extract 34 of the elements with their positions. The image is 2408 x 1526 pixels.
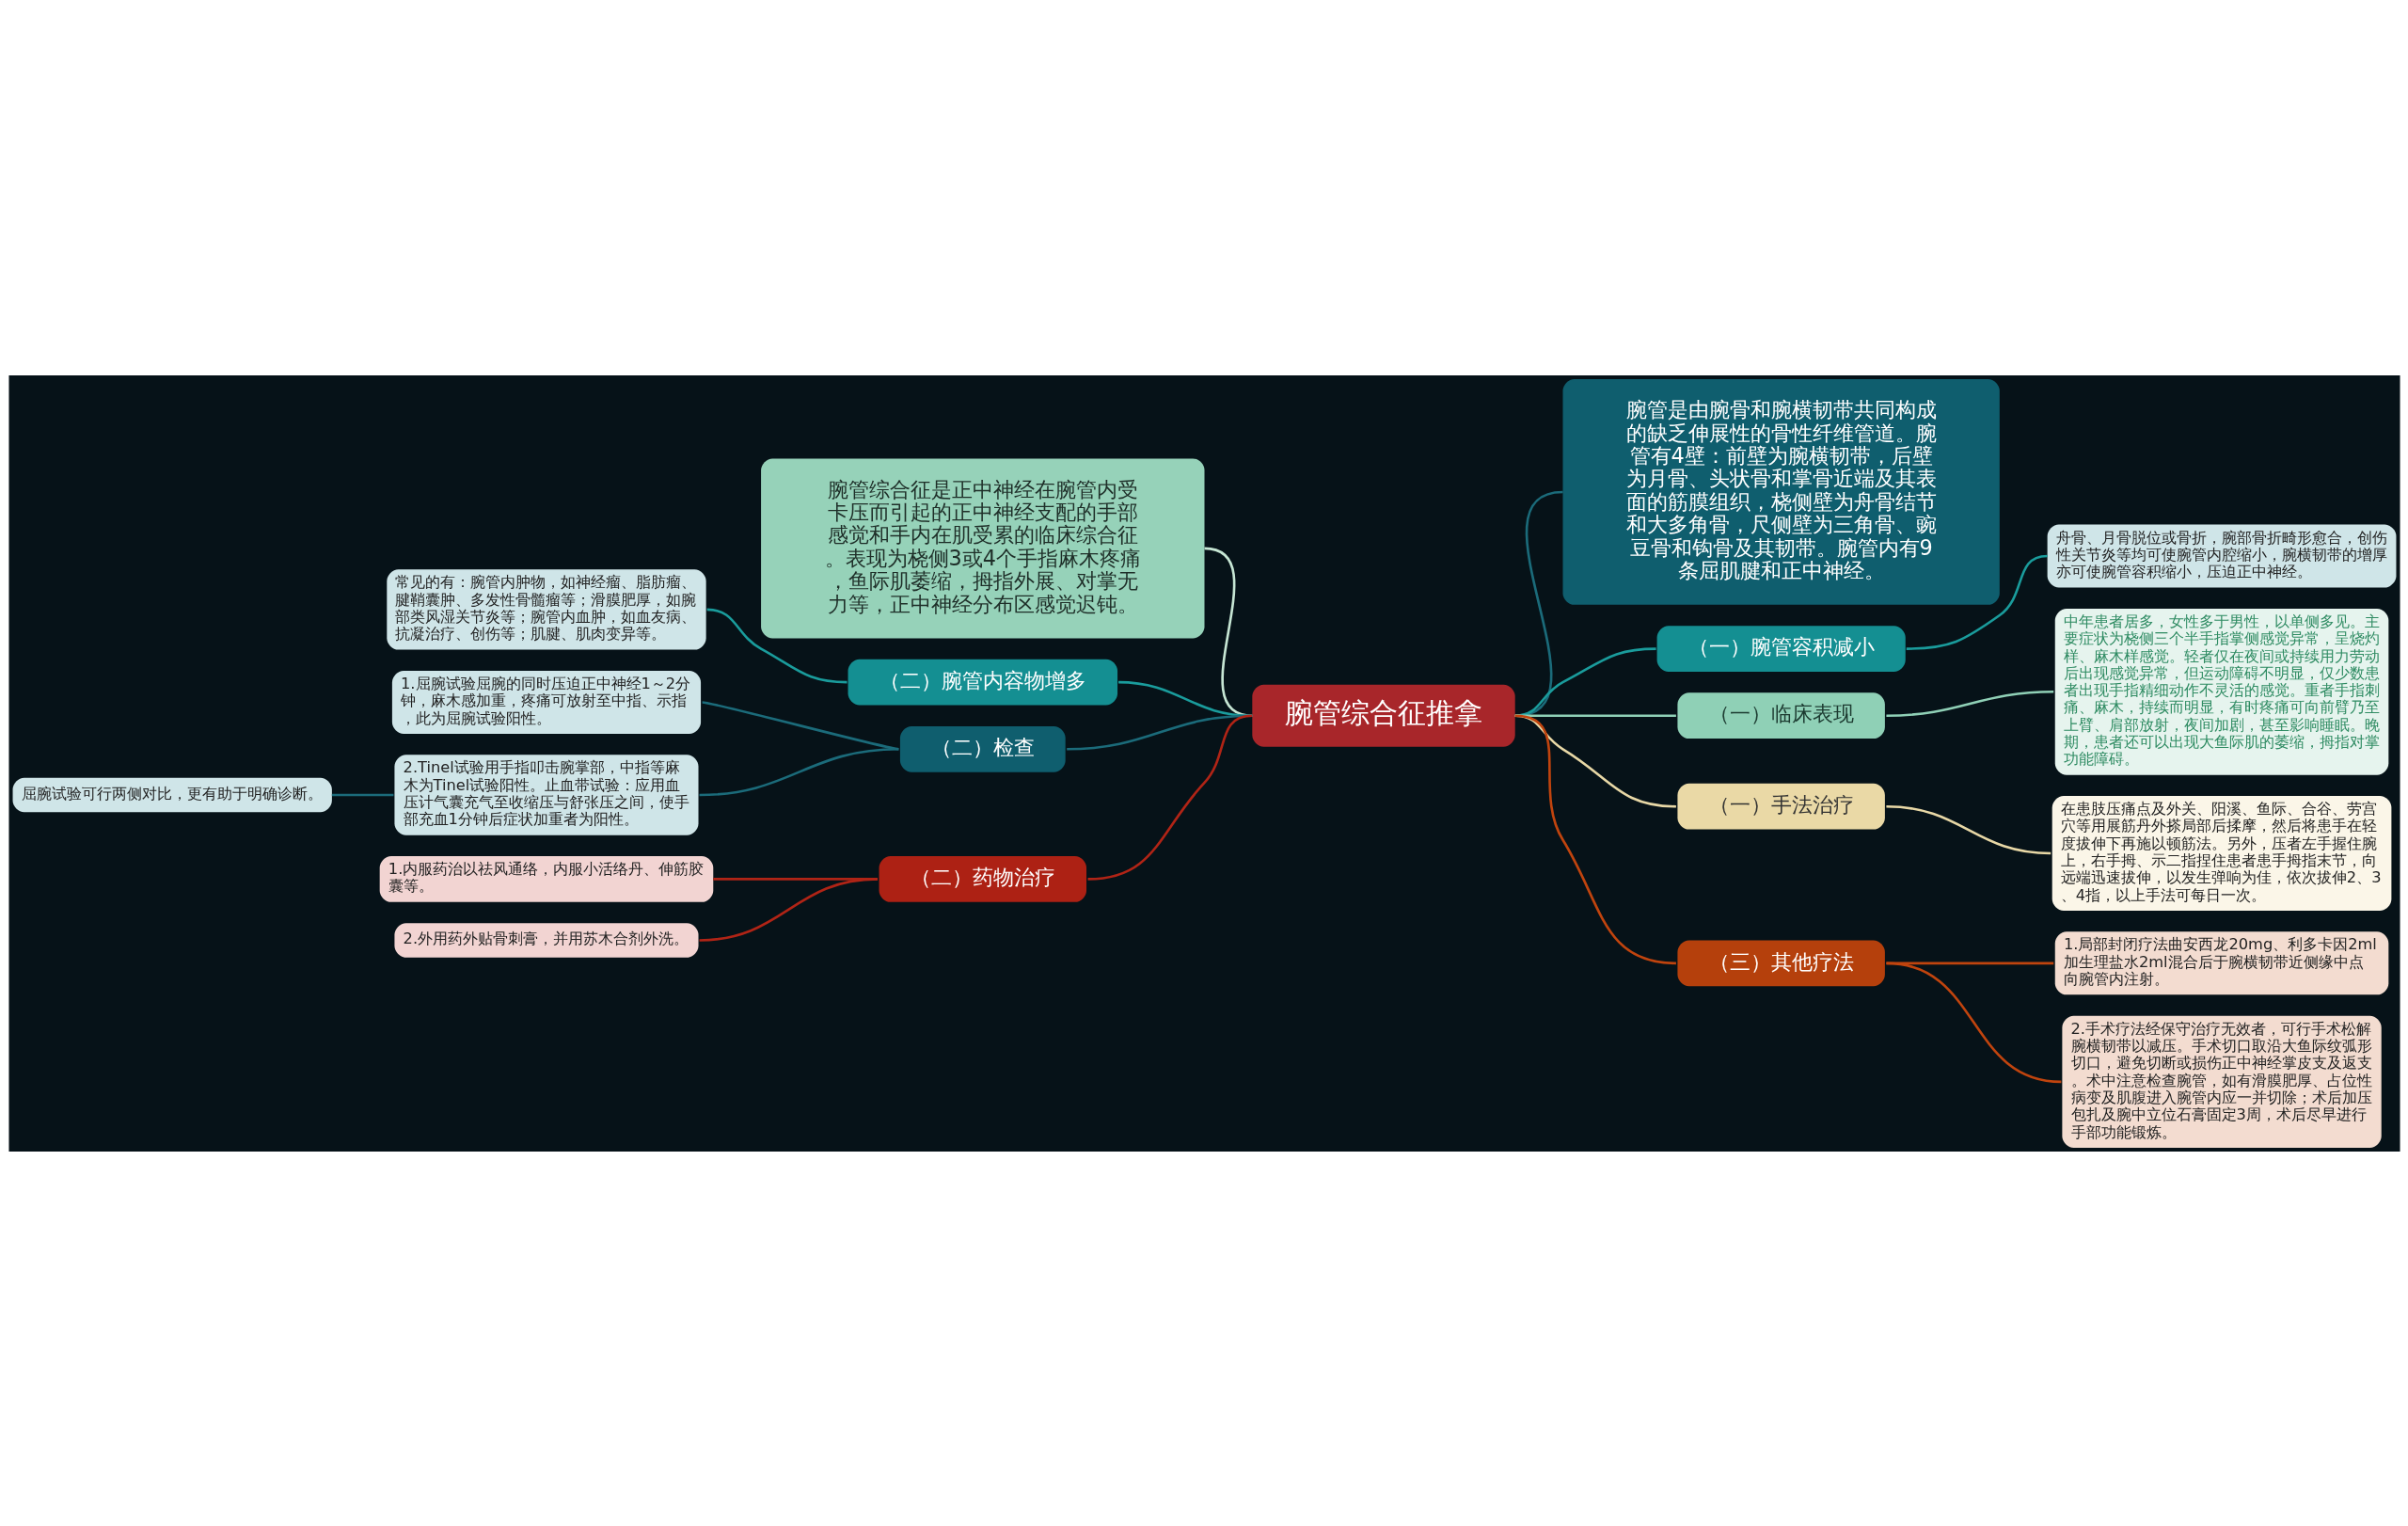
node-box: 2.Tinel试验用手指叩击腕掌部，中指等麻木为Tinel试验阳性。止血带试验：应用血压计气囊充气至收缩压与舒张压之间，使手部充血1分钟后症状加重者为阳性。 <box>393 754 698 835</box>
node-box: 中年患者居多，女性多于男性，以单侧多见。主要症状为桡侧三个半手指掌侧感觉异常，呈烧灼样、麻木样感觉。轻者仅在夜间或持续用力劳动后出现感觉异常，但运动障碍不明显，仅少数患者出现手指精细动作不灵活的感觉。重者手指刺痛、麻木，持续而明显，有时疼痛可向前臂乃至上臂、肩部放射，夜间加剧，甚至影响睡眠。晚期，患者还可以出现大鱼际肌的萎缩，拇指对掌功能障碍。 <box>2054 608 2388 775</box>
node-box: 在患肢压痛点及外关、阳溪、鱼际、合谷、劳宫穴等用展筋丹外搽局部后揉摩，然后将患手在轻度拔伸下再施以顿筋法。另外，压者左手握住腕上，右手拇、示二指捏住患者患手拇指末节，向远端迅速拔伸，以发生弹响为佳，依次拔伸2、3、4指，以上手法可每日一次。 <box>2052 795 2391 911</box>
node-box: （三）其他疗法 <box>1676 939 1885 986</box>
connector <box>698 877 878 942</box>
connector <box>1885 690 2053 717</box>
connector <box>1885 962 2061 1083</box>
node-box: （二）腕管内容物增多 <box>848 659 1117 705</box>
connector <box>1514 713 1676 717</box>
node-box: 屈腕试验可行两侧对比，更有助于明确诊断。 <box>12 777 332 812</box>
connector <box>331 793 393 796</box>
node-box: 1.局部封闭疗法曲安西龙20mg、利多卡因2ml加生理盐水2ml混合后于腕横韧带近侧缘中点向腕管内注射。 <box>2054 930 2388 994</box>
connector <box>1885 804 2051 854</box>
node-box: （二）检查 <box>899 725 1066 772</box>
connector <box>1514 713 1676 808</box>
node-box: （一）手法治疗 <box>1676 783 1885 830</box>
node-box: 腕管综合征推拿 <box>1251 684 1515 747</box>
node-box: 1.屈腕试验屈腕的同时压迫正中神经1～2分钟，麻木感加重，疼痛可放射至中指、示指，此为屈腕试验阳性。 <box>391 670 701 734</box>
node-box: 腕管是由腕骨和腕横韧带共同构成的缺乏伸展性的骨性纤维管道。腕管有4壁：前壁为腕横韧带，后壁为月骨、头状骨和掌骨近端及其表面的筋膜组织，桡侧壁为舟骨结节和大多角骨，尺侧壁为三角骨、豌豆骨和钩骨及其韧带。腕管内有9条屈肌腱和正中神经。 <box>1562 378 2000 605</box>
node-box: 常见的有：腕管内肿物，如神经瘤、脂肪瘤、腱鞘囊肿、多发性骨髓瘤等；滑膜肥厚，如腕部类风湿关节炎等；腕管内血肿，如血友病、抗凝治疗、创伤等；肌腱、肌肉变异等。 <box>386 568 706 650</box>
node-box: 2.外用药外贴骨刺膏，并用苏木合剂外洗。 <box>393 922 698 958</box>
node-box: 舟骨、月骨脱位或骨折，腕部骨折畸形愈合，创伤性关节炎等均可使腕管内腔缩小，腕横韧带的增厚亦可使腕管容积缩小，压迫正中神经。 <box>2047 524 2396 588</box>
connector <box>699 747 898 796</box>
node-box: （二）药物治疗 <box>879 855 1086 902</box>
node-box: 2.手术疗法经保守治疗无效者，可行手术松解腕横韧带以减压。手术切口取沿大鱼际纹弧形切口，避免切断或损伤正中神经掌皮支及返支。术中注意检查腕管，如有滑膜肥厚、占位性病变及肌腹进入腕管内应一并切除；术后加压包扎及腕中立位石膏固定3周，术后尽早进行手部功能锻炼。 <box>2061 1015 2382 1148</box>
node-box: （一）临床表现 <box>1676 691 1885 739</box>
connector <box>1066 713 1252 751</box>
node-box: 1.内服药治以祛风通络，内服小活络丹、伸筋胶囊等。 <box>379 855 713 902</box>
node-box: 腕管综合征是正中神经在腕管内受卡压而引起的正中神经支配的手部感觉和手内在肌受累的临床综合征。表现为桡侧3或4个手指麻木疼痛，鱼际肌萎缩，拇指外展、对掌无力等，正中神经分布区感觉迟钝。 <box>760 457 1204 638</box>
connector <box>706 608 848 683</box>
node-box: （一）腕管容积减小 <box>1656 625 1906 672</box>
connector <box>1086 713 1252 881</box>
connector <box>1514 713 1676 964</box>
connector <box>1906 554 2048 650</box>
